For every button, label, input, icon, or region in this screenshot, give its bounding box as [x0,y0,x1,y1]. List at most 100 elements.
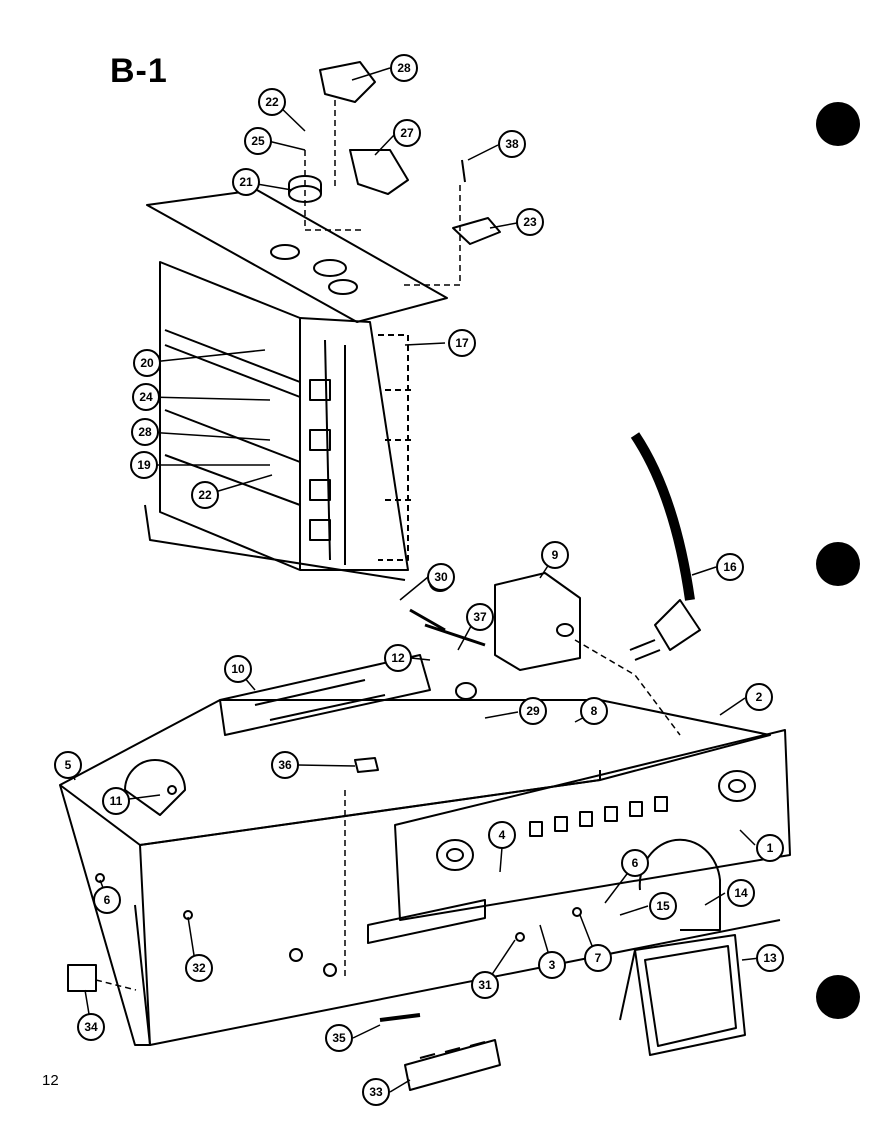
callout-37: 37 [466,603,494,631]
svg-text:7: 7 [595,951,602,965]
callout-22-top: 22 [258,88,286,116]
callout-6-right: 6 [621,849,649,877]
svg-text:33: 33 [369,1085,383,1099]
svg-text:27: 27 [400,126,414,140]
svg-text:12: 12 [391,651,405,665]
svg-text:5: 5 [65,758,72,772]
callout-11: 11 [102,787,130,815]
part-thermostat-body [349,149,409,195]
callout-19: 19 [130,451,158,479]
callout-2: 2 [745,683,773,711]
callout-3: 3 [538,951,566,979]
part-terminal-block [404,1039,501,1091]
svg-text:6: 6 [104,893,111,907]
svg-text:10: 10 [231,662,245,676]
control-box-top [59,699,771,846]
callout-10: 10 [224,655,252,683]
callout-15: 15 [649,892,677,920]
svg-text:14: 14 [734,886,748,900]
svg-text:37: 37 [473,610,487,624]
svg-text:20: 20 [140,356,154,370]
svg-text:3: 3 [549,958,556,972]
svg-text:11: 11 [110,794,123,808]
part-wire-clip [124,759,186,816]
callout-30: 30 [427,563,455,591]
callout-17: 17 [448,329,476,357]
callout-35: 35 [325,1024,353,1052]
callout-28-top: 28 [390,54,418,82]
callout-8: 8 [580,697,608,725]
callout-32: 32 [185,954,213,982]
svg-text:21: 21 [239,175,253,189]
svg-text:29: 29 [526,704,540,718]
svg-text:38: 38 [505,137,519,151]
svg-text:36: 36 [278,758,292,772]
svg-text:22: 22 [198,488,212,502]
svg-text:30: 30 [434,570,448,584]
callout-16: 16 [716,553,744,581]
svg-text:31: 31 [478,978,492,992]
callout-29: 29 [519,697,547,725]
svg-text:28: 28 [397,61,411,75]
callout-labels: 28 22 27 25 38 21 23 17 20 24 28 19 22 9… [54,54,784,1106]
callout-21: 21 [232,168,260,196]
callout-36: 36 [271,751,299,779]
callout-28-mid: 28 [131,418,159,446]
svg-text:4: 4 [499,828,506,842]
callout-9: 9 [541,541,569,569]
svg-text:22: 22 [265,95,279,109]
callout-6-left: 6 [93,886,121,914]
part-timer [494,572,581,671]
svg-text:24: 24 [139,390,153,404]
binder-hole-top [816,102,860,146]
part-light-socket [638,838,721,931]
callout-20: 20 [133,349,161,377]
diagram-title: B-1 [110,52,168,90]
callout-33: 33 [362,1078,390,1106]
callout-34: 34 [77,1013,105,1041]
callout-12: 12 [384,644,412,672]
svg-text:1: 1 [767,841,774,855]
binder-hole-bottom [816,975,860,1019]
part-switch-strip [219,654,431,736]
front-control-panel [394,729,791,921]
svg-text:8: 8 [591,704,598,718]
svg-text:2: 2 [756,690,763,704]
callout-25: 25 [244,127,272,155]
svg-text:32: 32 [192,961,206,975]
part-bracket [452,217,501,245]
svg-text:34: 34 [84,1020,98,1034]
svg-text:16: 16 [723,560,737,574]
svg-text:19: 19 [137,458,151,472]
callout-5: 5 [54,751,82,779]
svg-text:9: 9 [552,548,559,562]
callout-4: 4 [488,821,516,849]
binder-hole-middle [816,542,860,586]
callout-1: 1 [756,834,784,862]
page-number: 12 [42,1072,59,1089]
callout-7: 7 [584,944,612,972]
callout-31: 31 [471,971,499,999]
callout-23: 23 [516,208,544,236]
svg-text:17: 17 [455,336,469,350]
part-junction-block [67,964,97,992]
callout-14: 14 [727,879,755,907]
svg-text:25: 25 [251,134,265,148]
callout-22-mid: 22 [191,481,219,509]
part-power-connector [319,61,376,103]
svg-text:23: 23 [523,215,537,229]
callout-13: 13 [756,944,784,972]
part-lens-cover [634,934,746,1056]
svg-text:6: 6 [632,856,639,870]
svg-text:13: 13 [763,951,777,965]
svg-text:28: 28 [138,425,152,439]
callout-24: 24 [132,383,160,411]
switch-mounting-plate [146,189,448,323]
part-power-cord [630,432,695,601]
svg-text:15: 15 [656,899,670,913]
svg-text:35: 35 [332,1031,346,1045]
callout-27: 27 [393,119,421,147]
callout-38: 38 [498,130,526,158]
